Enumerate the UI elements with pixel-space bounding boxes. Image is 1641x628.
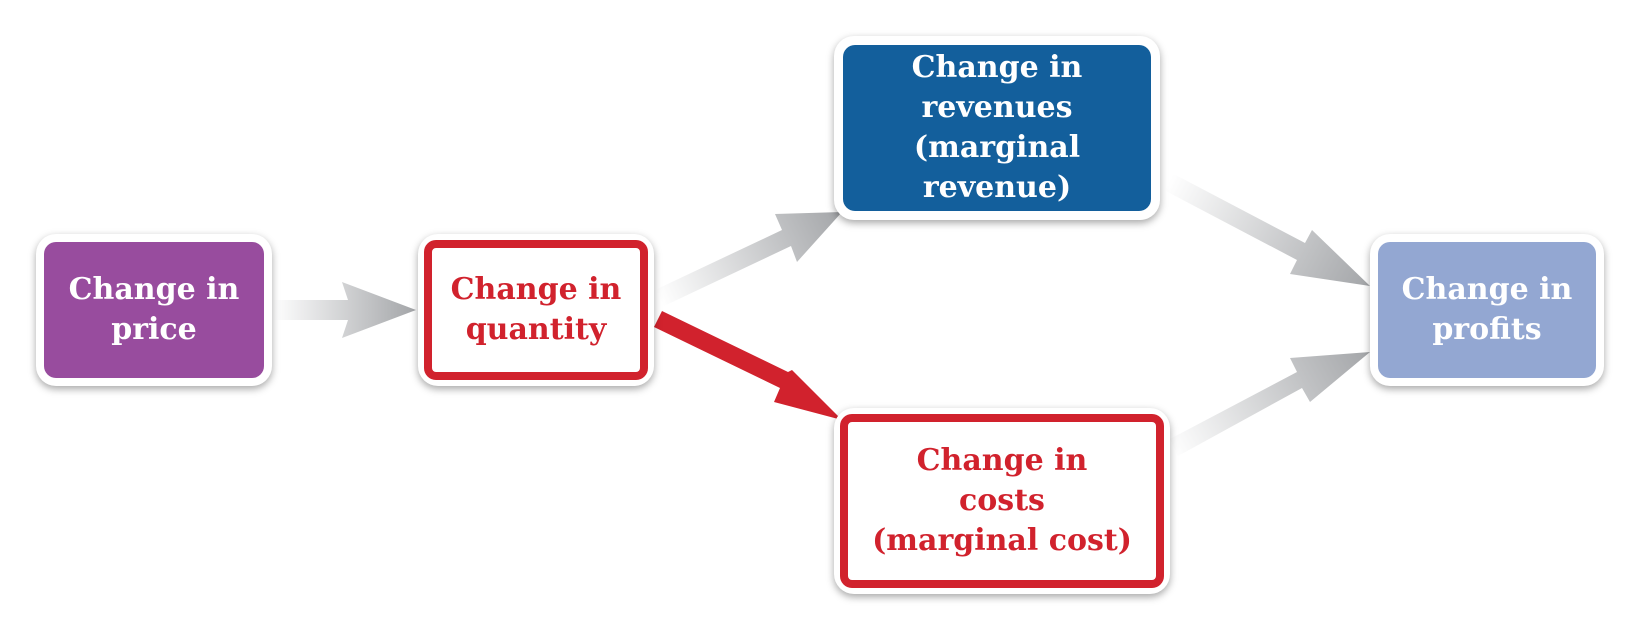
node-profits-line-1: Change in <box>1401 272 1573 307</box>
node-change-in-profits: Change in profits <box>1370 234 1604 386</box>
node-profits-line-2: profits <box>1432 312 1542 347</box>
node-price-label: Change in price <box>44 242 264 378</box>
node-change-in-price: Change in price <box>36 234 272 386</box>
node-quantity-line-2: quantity <box>465 312 607 347</box>
arrow-revenue-to-profits <box>1162 172 1370 286</box>
node-costs-line-2: costs <box>959 483 1045 518</box>
node-costs-label: Change in costs (marginal cost) <box>840 414 1164 588</box>
node-revenue-line-2: revenues <box>921 90 1073 125</box>
node-revenue-line-3: (marginal revenue) <box>913 130 1081 205</box>
node-revenue-line-1: Change in <box>911 50 1083 85</box>
arrow-price-to-quantity <box>272 282 416 338</box>
node-costs-line-3: (marginal cost) <box>872 523 1132 558</box>
node-price-line-2: price <box>111 312 197 347</box>
node-revenue-label: Change in revenues (marginal revenue) <box>843 45 1151 211</box>
arrow-quantity-to-costs <box>654 311 842 420</box>
node-quantity-line-1: Change in <box>450 272 622 307</box>
arrow-quantity-to-revenue <box>655 212 842 306</box>
node-price-line-1: Change in <box>68 272 240 307</box>
node-profits-label: Change in profits <box>1378 242 1596 378</box>
node-costs-line-1: Change in <box>916 443 1088 478</box>
node-change-in-revenues: Change in revenues (marginal revenue) <box>834 36 1160 220</box>
node-change-in-quantity: Change in quantity <box>418 234 654 386</box>
arrow-costs-to-profits <box>1170 352 1370 456</box>
node-change-in-costs: Change in costs (marginal cost) <box>834 408 1170 594</box>
node-quantity-label: Change in quantity <box>424 240 648 380</box>
